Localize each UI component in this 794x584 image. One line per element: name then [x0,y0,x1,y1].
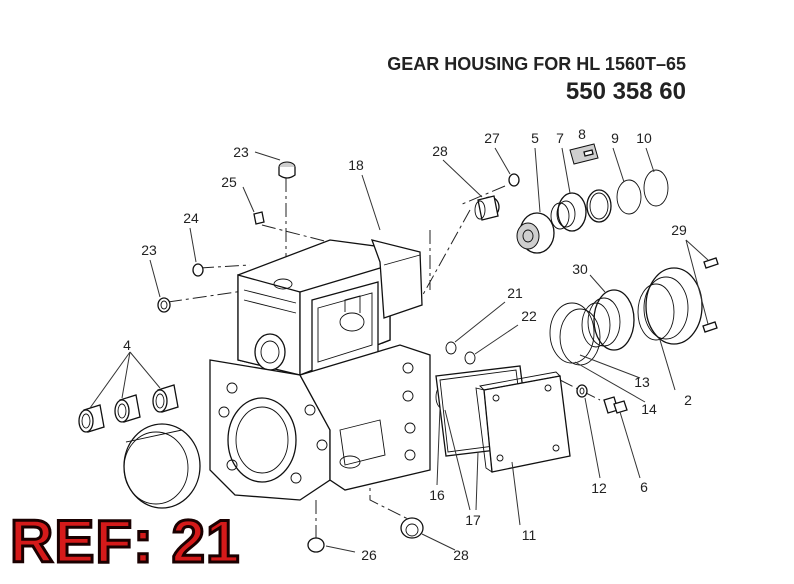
callout-25: 25 [221,174,237,190]
callout-12: 12 [591,480,607,496]
callout-26: 26 [361,547,377,563]
callout-13: 13 [634,374,650,390]
loose-parts [78,143,719,553]
callout-10: 10 [636,130,652,146]
callout-17: 17 [465,512,481,528]
callout-27: 27 [484,130,500,146]
reference-stamp: REF: 21 [8,508,241,575]
part-number: 550 358 60 [565,78,686,105]
callout-22: 22 [521,308,537,324]
callout-14: 14 [641,401,657,417]
callout-labels: 23 25 24 23 18 28 27 5 7 8 9 10 29 30 21… [123,126,692,563]
callout-5: 5 [531,130,539,146]
leader-lines [89,147,709,553]
callout-23-left: 23 [141,242,157,258]
callout-6: 6 [640,479,648,495]
callout-18: 18 [348,157,364,173]
callout-11: 11 [522,527,537,543]
callout-16: 16 [429,487,445,503]
callout-24: 24 [183,210,199,226]
callout-2: 2 [684,392,692,408]
diagram-title: GEAR HOUSING FOR HL 1560T–65 [387,54,686,74]
callout-7: 7 [556,130,564,146]
callout-23-top: 23 [233,144,249,160]
callout-29: 29 [671,222,687,238]
gear-housing [209,239,431,501]
callout-21: 21 [507,285,523,301]
callout-28-bottom: 28 [453,547,469,563]
callout-30: 30 [572,261,588,277]
callout-9: 9 [611,130,619,146]
callout-4: 4 [123,337,131,353]
callout-8: 8 [578,126,586,142]
callout-28-top: 28 [432,143,448,159]
